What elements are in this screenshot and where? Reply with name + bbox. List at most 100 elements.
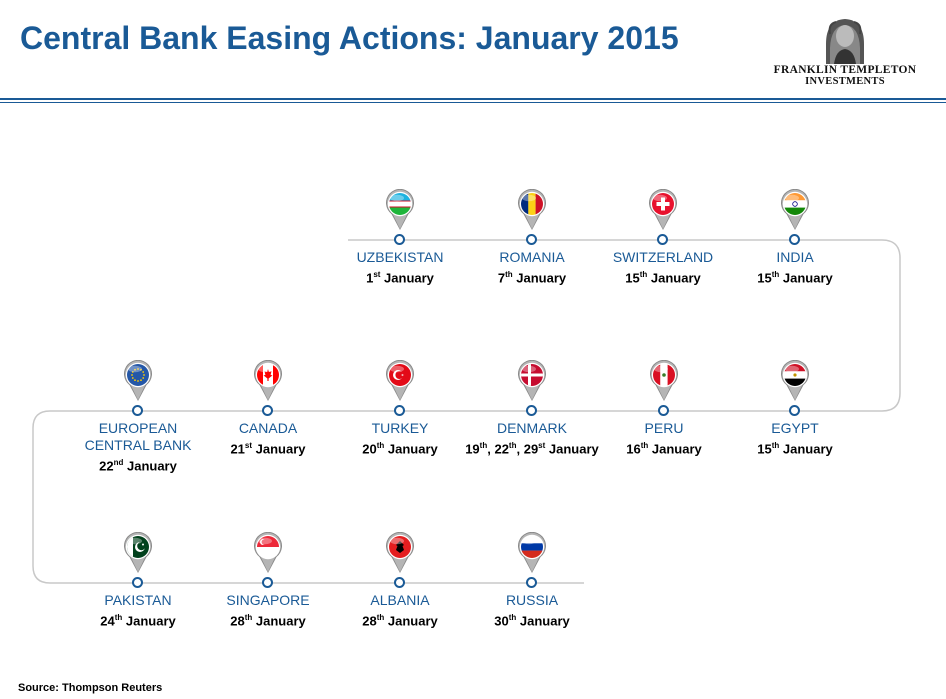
date-suffix: th [376, 613, 385, 622]
country-name: PAKISTAN [104, 592, 172, 608]
india-flag-icon [781, 189, 809, 230]
country-name: SINGAPORE [226, 592, 310, 608]
event-date: 24th January [58, 609, 218, 630]
date-text: January [380, 270, 434, 286]
date-text: January [123, 458, 177, 474]
timeline-node [789, 405, 800, 416]
timeline-node [394, 234, 405, 245]
event-date: 16th January [584, 437, 744, 458]
timeline-node [789, 234, 800, 245]
date-text: January [122, 613, 176, 629]
date-text: 15 [625, 270, 640, 286]
date-suffix: th [479, 441, 488, 450]
country-name: DENMARK [496, 420, 567, 436]
date-text: January [516, 613, 570, 629]
timeline-node [658, 405, 669, 416]
event-date: 15th January [583, 266, 743, 287]
date-suffix: th [771, 270, 780, 279]
country-name: UZBEKISTAN [356, 249, 444, 265]
timeline-node [132, 405, 143, 416]
country-name: CANADA [238, 420, 298, 436]
date-text: 16 [626, 441, 641, 457]
date-text: January [648, 441, 702, 457]
date-text: January [545, 441, 599, 457]
canada-flag-icon [254, 360, 282, 401]
uzbekistan-flag-icon [386, 189, 414, 230]
date-text: 19 [465, 441, 480, 457]
date-text: , 29 [516, 441, 539, 457]
event-date: 19th, 22th, 29st January [452, 437, 612, 458]
logo-line-2: INVESTMENTS [805, 76, 885, 87]
date-text: 7 [497, 270, 506, 286]
country-name: ROMANIA [499, 249, 565, 265]
timeline-node [526, 405, 537, 416]
event-date: 15th January [715, 437, 875, 458]
event-date: 7th January [452, 266, 612, 287]
egypt-flag-icon [781, 360, 809, 401]
turkey-flag-icon [386, 360, 414, 401]
date-text: 28 [362, 613, 377, 629]
country-name: PERU [644, 420, 684, 436]
timeline-node [526, 234, 537, 245]
date-text: 24 [100, 613, 115, 629]
date-suffix: th [508, 613, 517, 622]
denmark-flag-icon [518, 360, 546, 401]
event-date: 22nd January [58, 454, 218, 475]
source-note: Source: Thompson Reuters [18, 682, 163, 694]
date-suffix: th [771, 441, 780, 450]
event-date: 21st January [188, 437, 348, 458]
event-date: 28th January [320, 609, 480, 630]
date-text: 1 [366, 270, 374, 286]
timeline-node [394, 577, 405, 588]
russia-flag-icon [518, 532, 546, 573]
country-name: ALBANIA [370, 592, 430, 608]
date-suffix: th [508, 441, 517, 450]
franklin-templeton-logo: FRANKLIN TEMPLETON INVESTMENTS [770, 14, 920, 89]
singapore-flag-icon [254, 532, 282, 573]
timeline-node [526, 577, 537, 588]
country-name: SWITZERLAND [612, 249, 714, 265]
date-text: 22 [99, 458, 114, 474]
date-suffix: th [505, 270, 513, 279]
date-suffix: th [114, 613, 123, 622]
date-suffix: st [244, 441, 253, 450]
peru-flag-icon [650, 360, 678, 401]
date-suffix: th [640, 441, 649, 450]
country-name: INDIA [776, 249, 814, 265]
date-text: 28 [230, 613, 245, 629]
date-text: January [512, 270, 567, 286]
eu-flag-icon [124, 360, 152, 401]
event-date: 1st January [320, 266, 480, 287]
country-name: TURKEY [371, 420, 429, 436]
event-date: 15th January [715, 266, 875, 287]
date-text: January [779, 441, 833, 457]
date-suffix: nd [113, 458, 124, 467]
event-date: 30th January [452, 609, 612, 630]
event-date: 20th January [320, 437, 480, 458]
date-suffix: th [639, 270, 648, 279]
portrait-icon [822, 14, 868, 64]
romania-flag-icon [518, 189, 546, 230]
date-text: 15 [757, 270, 772, 286]
date-suffix: th [244, 613, 253, 622]
date-suffix: st [373, 270, 381, 279]
country-name: EUROPEAN CENTRAL BANK [84, 420, 192, 453]
date-text: January [779, 270, 833, 286]
date-text: 15 [757, 441, 772, 457]
pakistan-flag-icon [124, 532, 152, 573]
date-text: January [384, 441, 438, 457]
albania-flag-icon [386, 532, 414, 573]
date-suffix: st [538, 441, 546, 450]
